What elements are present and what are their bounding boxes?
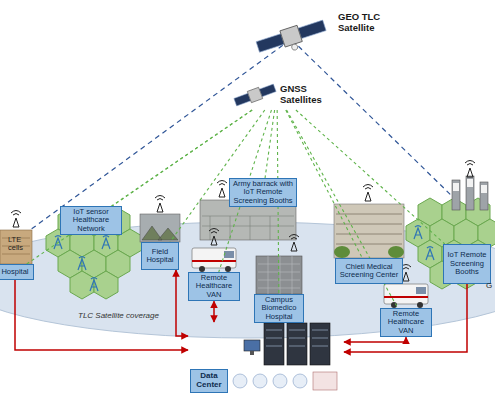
data-link: [344, 337, 406, 342]
solar-panel: [256, 34, 284, 52]
node-text: Chieti Medical Screening Center: [338, 263, 400, 280]
node-text: Data Center: [190, 369, 228, 393]
booth-screen: [481, 185, 487, 193]
building: [334, 204, 404, 258]
antenna-symbol: [11, 211, 21, 228]
lte-cell: [70, 271, 94, 299]
icon: [233, 374, 247, 388]
lte-tower: [102, 236, 110, 250]
van-stripe: [384, 296, 428, 298]
site-box: Campus Biomedico Hospital: [254, 294, 304, 323]
node-text: GNSS Satellites: [280, 84, 332, 106]
server: [310, 323, 330, 365]
satellite-label: GEO TLC Satellite: [255, 4, 400, 64]
icon: [313, 372, 337, 390]
server: [287, 323, 307, 365]
node-text: Remote Healthcare VAN: [383, 310, 429, 335]
van-window: [416, 287, 426, 294]
van-box: Remote Healthcare VAN: [380, 308, 432, 337]
ambulance-van: [384, 284, 428, 308]
node-text: Hospital: [1, 268, 28, 276]
gnss-satellite: [233, 82, 277, 108]
gnss-link: [286, 110, 362, 258]
node-text: Field Hospital: [144, 248, 176, 265]
van-window: [224, 251, 234, 258]
van-box: Remote Healthcare VAN: [188, 272, 240, 301]
free-label: G: [486, 282, 495, 291]
antenna-symbol: [155, 196, 165, 213]
antenna-symbol: [209, 229, 219, 246]
site-box: Hospital: [0, 264, 34, 280]
booth: [480, 182, 488, 210]
lte-tower: [78, 257, 86, 271]
solar-panel: [259, 84, 276, 97]
data-center: Data Center: [188, 322, 344, 398]
ambulance-van: [192, 248, 236, 272]
booth: [452, 180, 460, 210]
tree: [334, 246, 350, 258]
node-text: GEO TLC Satellite: [338, 12, 400, 34]
monitor: [244, 340, 260, 351]
node-text: IoT Remote Screening Booths: [446, 251, 488, 276]
photo: [140, 214, 180, 242]
network-box: IoT sensor Healthcare Network: [60, 206, 122, 235]
node-text: Army barrack with IoT Remote Screening B…: [232, 180, 294, 205]
roof-lines: [202, 216, 294, 240]
gnss-link: [296, 110, 445, 244]
gnss-link: [170, 110, 265, 242]
site-box: Army barrack with IoT Remote Screening B…: [229, 178, 297, 207]
monitor-stand: [250, 351, 254, 355]
data-link: [213, 301, 215, 322]
satellite-dish: [291, 43, 299, 51]
booth-box: IoT Remote Screening Booths: [443, 244, 491, 284]
server: [264, 323, 284, 365]
antenna-symbol: [363, 185, 373, 202]
satellite-label: GNSS Satellites: [222, 76, 332, 110]
data-link: [15, 280, 188, 350]
server-slots: [266, 330, 328, 346]
gnss-link: [265, 110, 275, 178]
site-box: Field Hospital: [141, 242, 179, 270]
lte-tower: [90, 278, 98, 292]
satellite-body: [247, 87, 262, 102]
lte-tower: [426, 247, 434, 261]
field-hospital-tents: [140, 214, 180, 242]
screening-booths: [452, 176, 488, 210]
icon: [273, 374, 287, 388]
free-label: LTE cells: [8, 236, 34, 253]
free-label: TLC Satellite coverage: [78, 312, 174, 321]
solar-panel: [234, 93, 251, 106]
node-text: Campus Biomedico Hospital: [257, 296, 301, 321]
van-body: [192, 248, 236, 268]
node-text: IoT sensor Healthcare Network: [63, 208, 119, 233]
booth-screen: [467, 179, 473, 187]
lte-tower: [414, 226, 422, 240]
antenna-symbol: [217, 181, 227, 198]
data-link: [176, 270, 188, 336]
site-box: Chieti Medical Screening Center: [335, 258, 403, 284]
server-racks: [244, 323, 330, 365]
geo-satellite: [255, 17, 329, 61]
booth: [466, 176, 474, 210]
icon: [253, 374, 267, 388]
satellite-body: [280, 25, 302, 47]
antenna-symbol: [289, 235, 299, 252]
node-text: Remote Healthcare VAN: [191, 274, 237, 299]
gnss-link: [27, 110, 252, 264]
van-body: [384, 284, 428, 304]
solar-panel: [298, 20, 326, 38]
lte-cell: [94, 271, 118, 299]
window-rows: [336, 214, 402, 244]
tree: [388, 246, 404, 258]
icon: [293, 374, 307, 388]
service-icons: [233, 372, 337, 390]
booth-screen: [453, 183, 459, 191]
antenna-symbol: [465, 161, 475, 178]
van-stripe: [192, 260, 236, 262]
chieti-building: [334, 204, 404, 258]
data-link: [344, 284, 467, 352]
